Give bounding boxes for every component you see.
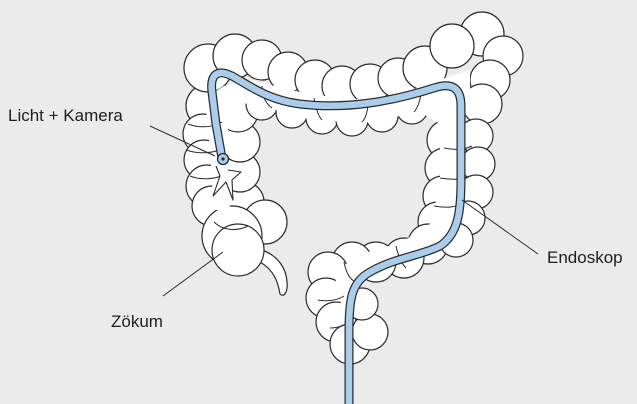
label-cecum: Zökum	[111, 312, 163, 331]
label-endoscope: Endoskop	[547, 248, 623, 267]
label-light-camera: Licht + Kamera	[8, 106, 123, 125]
camera-lens-center-icon	[221, 157, 224, 160]
appendix	[260, 250, 287, 295]
leader-cecum	[163, 252, 223, 296]
